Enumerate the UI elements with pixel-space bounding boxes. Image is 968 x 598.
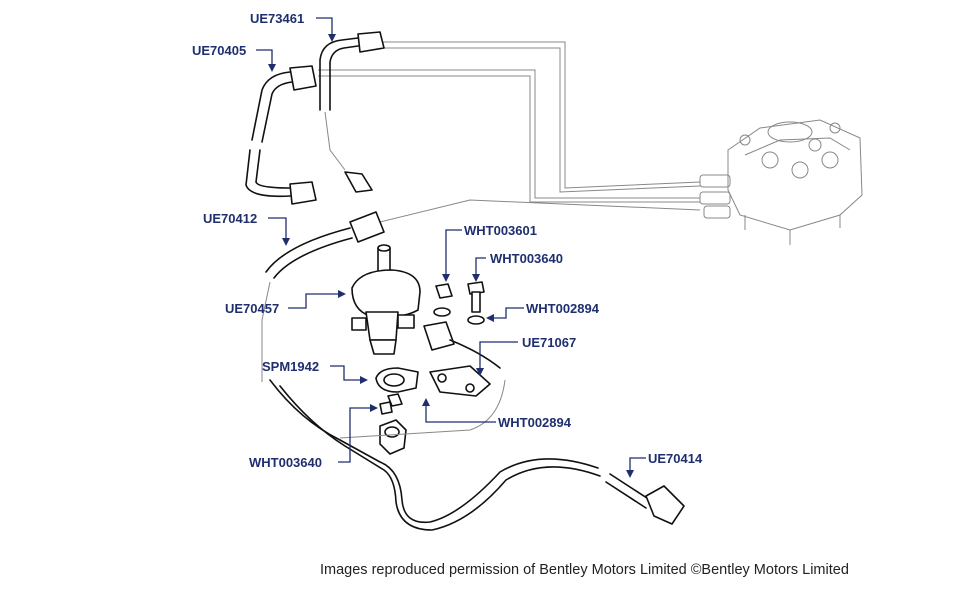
part-label-wht002894-lower: WHT002894 [498,415,572,430]
pipe-ue73461 [319,31,385,193]
part-label-ue70405: UE70405 [192,43,246,58]
fittings-cluster [423,281,501,397]
part-label-ue70412: UE70412 [203,211,257,226]
pipe-ue70405 [245,65,317,205]
fuel-distributor-drawing [699,119,863,245]
pipe-ue70412 [261,211,385,382]
clamp-spm1942 [375,367,419,455]
part-label-spm1942: SPM1942 [262,359,319,374]
part-label-ue70457: UE70457 [225,301,279,316]
fuel-lines-to-distributor [318,41,701,223]
part-label-ue70414: UE70414 [648,451,703,466]
pipe-ue70414 [269,379,685,531]
pressure-regulator-ue70457 [351,244,421,355]
part-label-wht003601: WHT003601 [464,223,537,238]
part-label-wht003640-upper: WHT003640 [490,251,563,266]
copyright-credit: Images reproduced permission of Bentley … [320,562,849,578]
part-label-wht003640-lower: WHT003640 [249,455,322,470]
part-label-ue71067: UE71067 [522,335,576,350]
leader-lines [256,17,646,478]
part-label-ue73461: UE73461 [250,11,304,26]
part-label-wht002894-upper: WHT002894 [526,301,600,316]
